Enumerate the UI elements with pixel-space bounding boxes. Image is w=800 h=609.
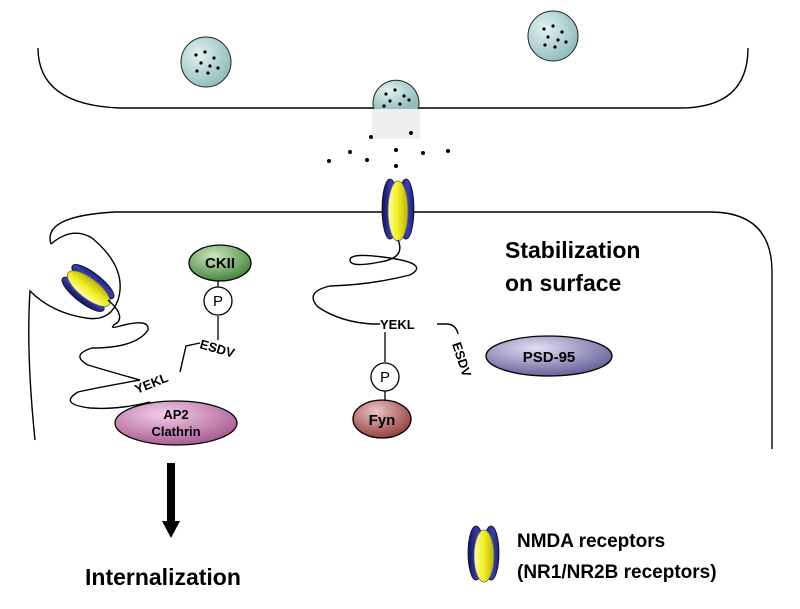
- stabilization-label: Stabilization: [505, 237, 640, 263]
- ap2-clathrin-protein: AP2 Clathrin: [114, 400, 238, 446]
- esdv-label-internalizing: ESDV: [198, 336, 236, 360]
- endocytic-pit: [28, 232, 121, 441]
- fyn-protein: Fyn: [352, 399, 412, 439]
- yekl-label-internalizing: YEKL: [133, 370, 171, 397]
- receptor-tail-internalizing: [79, 299, 149, 381]
- esdv-label-surface: ESDV: [449, 340, 474, 379]
- receptor-tail-surface: [312, 239, 418, 325]
- neurotransmitter-dots: [327, 131, 450, 168]
- svg-text:PSD-95: PSD-95: [523, 349, 576, 366]
- svg-text:P: P: [213, 293, 223, 310]
- nmda-receptor-internalizing: [61, 264, 115, 312]
- vesicle-fusing: [372, 79, 420, 139]
- yekl-label-surface: YEKL: [380, 317, 415, 332]
- stabilization-label-line2: on surface: [505, 270, 621, 296]
- yekl-connector: [437, 323, 459, 335]
- vesicle-right: [527, 10, 579, 62]
- svg-text:P: P: [380, 369, 390, 386]
- psd95-protein: PSD-95: [485, 335, 613, 377]
- internalization-arrow: [162, 463, 180, 538]
- ckii-protein: CKII: [188, 244, 252, 282]
- svg-text:Fyn: Fyn: [369, 412, 396, 429]
- internalization-label: Internalization: [85, 564, 241, 590]
- postsynaptic-membrane: [49, 211, 773, 449]
- nmda-receptor-surface: [381, 178, 415, 242]
- vesicle-left: [180, 36, 232, 88]
- legend-receptor-icon: [467, 525, 500, 583]
- svg-text:AP2: AP2: [163, 407, 188, 422]
- svg-text:Clathrin: Clathrin: [151, 424, 200, 439]
- presynaptic-membrane: [37, 47, 749, 109]
- legend-label-line2: (NR1/NR2B receptors): [517, 562, 717, 583]
- esdv-connector: [179, 342, 201, 373]
- phospho-fyn: P: [370, 362, 400, 392]
- legend-label: NMDA receptors: [517, 531, 665, 552]
- receptor-tail-lower: [69, 379, 151, 410]
- phospho-ckii: P: [203, 286, 233, 316]
- svg-text:CKII: CKII: [205, 255, 235, 272]
